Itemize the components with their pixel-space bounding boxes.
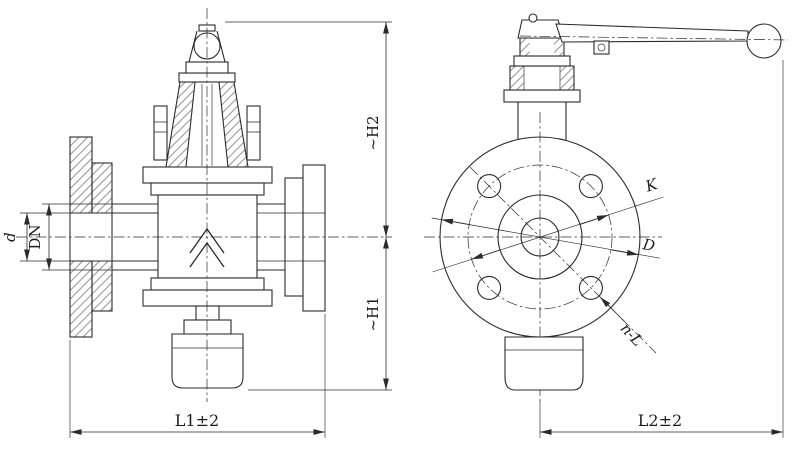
dim-label-n-l: n-L [617, 319, 647, 349]
lever-ball-grip [746, 23, 782, 59]
dim-l1: L1±2 [69, 314, 326, 438]
dim-n-l: n-L [599, 296, 647, 350]
bolt-hole [578, 275, 603, 300]
front-centerlines [16, 8, 392, 402]
side-view: K D n-L L2±2 [424, 13, 789, 438]
bore-circle [520, 217, 560, 257]
dim-d: d [1, 212, 70, 262]
side-bottom-cap [504, 336, 584, 391]
dim-h2: ~H2 [225, 21, 392, 237]
front-bottom-cap [171, 305, 244, 389]
bonnet-stud-left [153, 105, 168, 161]
front-right-flange [257, 164, 326, 312]
dim-label-k: K [642, 175, 660, 196]
bolt-hole [578, 174, 603, 199]
dim-label-l2: L2±2 [638, 411, 682, 430]
front-view: d DN ~H2 ~H1 L1±2 [1, 8, 392, 438]
clamp-bolt [528, 13, 538, 23]
dim-label-h2: ~H2 [364, 115, 382, 150]
dim-label-l1: L1±2 [175, 411, 219, 430]
dim-label-d-outer: D [640, 235, 656, 255]
dim-k: K [432, 175, 664, 273]
dim-dn: DN [26, 203, 112, 271]
raised-face-circle [497, 194, 583, 280]
dim-h1: ~H1 [248, 237, 392, 391]
bolt-hole [477, 275, 502, 300]
dim-label-d: d [1, 232, 19, 242]
side-lever-assembly [503, 13, 789, 140]
dim-outer-d: D [431, 217, 661, 259]
lever-stop [593, 40, 610, 55]
front-bonnet [153, 81, 261, 168]
dim-l2: L2±2 [539, 60, 784, 438]
front-body [142, 166, 273, 307]
bonnet-stud-right [246, 105, 261, 161]
dim-label-dn: DN [26, 224, 44, 249]
bolt-circle [467, 164, 613, 310]
dim-label-h1: ~H1 [364, 296, 382, 331]
bolt-hole [477, 174, 502, 199]
